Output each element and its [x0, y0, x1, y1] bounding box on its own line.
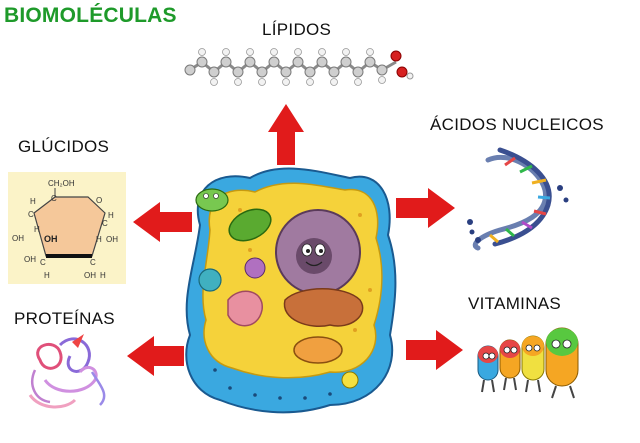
dna-helix-illustration	[467, 147, 569, 251]
label-glucidos: GLÚCIDOS	[18, 137, 110, 156]
label-acidos-nucleicos: ÁCIDOS NUCLEICOS	[430, 115, 604, 134]
glucose-h-bottom-left: H	[44, 271, 50, 280]
glucose-h-c2: H	[100, 271, 106, 280]
arrows	[127, 104, 463, 376]
glucose-c4: C	[28, 210, 34, 219]
glucose-oh-bottom: OH	[84, 271, 96, 280]
label-proteinas: PROTEÍNAS	[14, 309, 115, 328]
glucose-o: O	[96, 196, 102, 205]
glucose-oh-right: OH	[106, 235, 118, 244]
glucose-oh-c3: OH	[24, 255, 36, 264]
arrow-right-vitaminas	[406, 330, 463, 370]
glucose-h-mid-left: H	[34, 225, 40, 234]
glucose-h-inner: H	[96, 235, 102, 244]
arrow-up-lipidos	[268, 104, 304, 165]
glucose-c2: C	[90, 258, 96, 267]
arrow-right-acidos	[396, 188, 455, 228]
glucose-c5: C	[51, 194, 57, 203]
glucose-h-top-right: H	[108, 211, 114, 220]
lipid-molecule-illustration	[184, 48, 414, 86]
glucose-c1: C	[102, 219, 108, 228]
glucose-h-top-left: H	[30, 197, 36, 206]
glucose-oh-left: OH	[12, 234, 24, 243]
protein-ribbon-illustration	[28, 334, 106, 409]
cell-illustration	[185, 167, 397, 414]
glucose-ch2oh: CH₂OH	[48, 179, 75, 188]
arrow-left-proteinas	[127, 336, 184, 376]
diagram-title: BIOMOLÉCULAS	[4, 4, 177, 27]
arrow-left-glucidos	[133, 202, 192, 242]
glucose-c3: C	[40, 258, 46, 267]
vitamins-illustration	[477, 327, 579, 399]
label-lipidos: LÍPIDOS	[262, 20, 332, 39]
glucose-structure-illustration: CH₂OH C O H H C C OH H H OH C C H OH OH …	[8, 172, 126, 284]
label-vitaminas: VITAMINAS	[468, 294, 562, 313]
glucose-oh-inner-left: OH	[44, 234, 58, 244]
